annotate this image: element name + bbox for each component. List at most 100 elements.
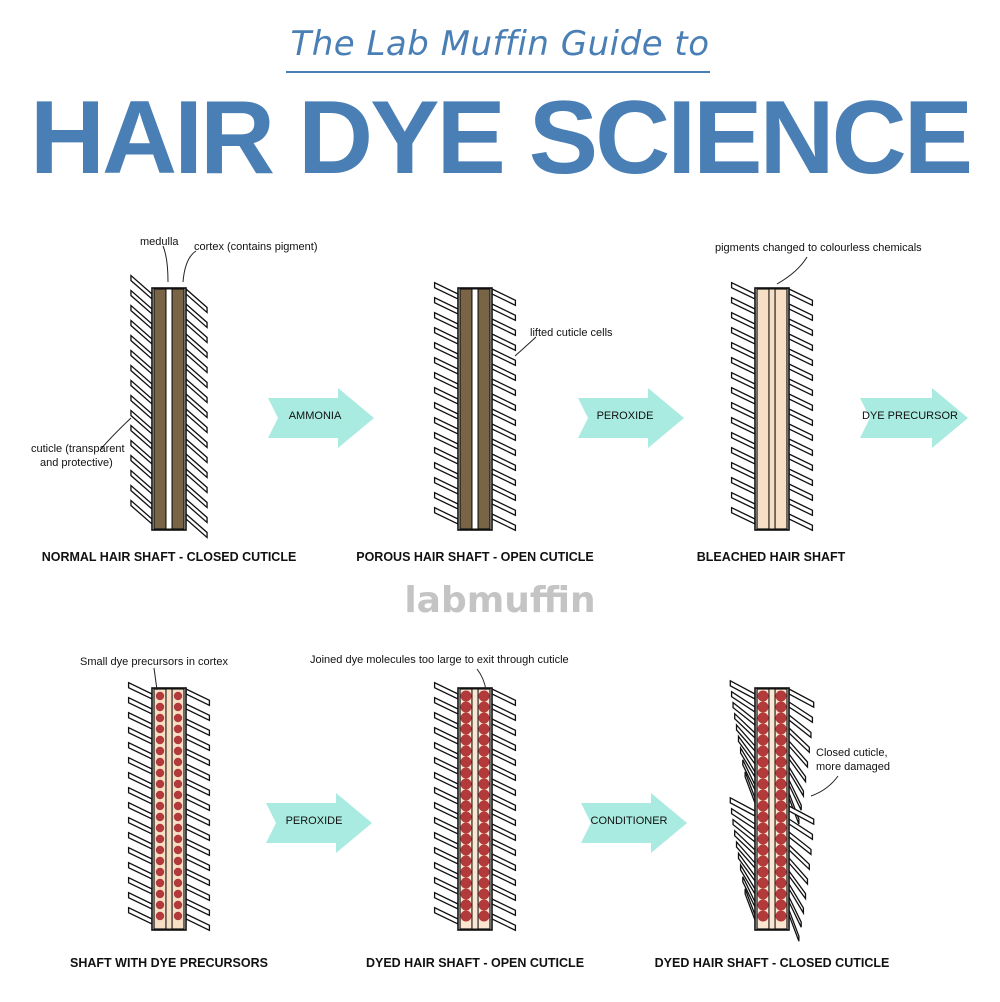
dye-molecule — [155, 735, 165, 745]
cuticle-scale-left — [433, 491, 459, 511]
dye-molecule — [173, 691, 183, 701]
cuticle-scale-right — [491, 897, 517, 917]
cuticle-scale-right — [491, 747, 517, 767]
cuticle-scale-right — [491, 732, 517, 752]
cuticle-scale-right — [185, 732, 211, 752]
dye-molecule — [775, 899, 787, 911]
cuticle-scale-left — [433, 311, 459, 331]
note-medulla: medulla — [140, 236, 179, 248]
medulla — [768, 688, 776, 930]
cuticle-scale-right — [788, 482, 814, 502]
dye-molecule — [757, 822, 769, 834]
dye-molecule — [460, 800, 472, 812]
caption-porous-shaft: POROUS HAIR SHAFT - OPEN CUTICLE — [356, 550, 594, 564]
cuticle-scale-left — [433, 786, 459, 806]
cuticle-scale-left — [433, 756, 459, 776]
shaft-dyed-closed — [729, 679, 815, 942]
cuticle-scale-right — [185, 867, 211, 887]
cuticle-scale-left — [127, 726, 153, 746]
subtitle: The Lab Muffin Guide to — [290, 24, 710, 64]
dye-molecule — [757, 745, 769, 757]
dye-molecule — [155, 746, 165, 756]
dye-molecule — [460, 767, 472, 779]
dye-molecule — [478, 701, 490, 713]
dye-molecule — [460, 756, 472, 768]
dye-molecule — [757, 811, 769, 823]
process-arrows-layer — [266, 388, 968, 853]
cuticle-scale-left — [433, 296, 459, 316]
dye-molecule — [155, 691, 165, 701]
page-title: HAIR DYE SCIENCE — [29, 80, 973, 196]
cuticle-scale-left — [433, 326, 459, 346]
dye-molecule — [155, 713, 165, 723]
cuticle-scale-right — [491, 717, 517, 737]
cuticle-scale-right — [788, 407, 814, 427]
cuticle-scale-left — [127, 831, 153, 851]
cuticle-scale-left — [433, 401, 459, 421]
pointer-small-dye — [153, 667, 158, 691]
cortex-right — [477, 288, 491, 530]
cuticle-scale-right — [491, 512, 517, 532]
note-cuticle-line2: and protective) — [40, 457, 113, 469]
dye-molecule — [173, 878, 183, 888]
caption-dyed-closed: DYED HAIR SHAFT - CLOSED CUTICLE — [654, 956, 890, 970]
cuticle-scale-left — [730, 386, 756, 406]
cuticle-scale-left — [730, 311, 756, 331]
cuticle-scale-left — [127, 786, 153, 806]
dye-molecule — [757, 833, 769, 845]
cuticle-scale-right — [491, 807, 517, 827]
cuticle-scale-right — [185, 807, 211, 827]
dye-molecule — [173, 735, 183, 745]
arrow-label-peroxide-2: PEROXIDE — [285, 815, 343, 827]
cuticle-scale-left — [127, 681, 153, 701]
dye-molecule — [460, 745, 472, 757]
dye-molecule — [173, 812, 183, 822]
cuticle-scale-left — [730, 371, 756, 391]
dye-molecule — [155, 845, 165, 855]
cuticle-scale-left — [433, 341, 459, 361]
dye-molecule — [460, 877, 472, 889]
cuticle-scale-left — [730, 476, 756, 496]
dye-molecule — [775, 778, 787, 790]
cuticle-scale-left — [127, 711, 153, 731]
cuticle-scale-right — [788, 332, 814, 352]
dye-molecule — [173, 790, 183, 800]
cuticle-scale-left — [730, 491, 756, 511]
cuticle-scale-left — [433, 696, 459, 716]
cuticle-scale-right — [185, 687, 211, 707]
dye-molecule — [478, 899, 490, 911]
dye-molecule — [460, 844, 472, 856]
dye-molecule — [757, 866, 769, 878]
cuticle-scale-right — [788, 452, 814, 472]
cuticle-scale-left — [730, 431, 756, 451]
cuticle-scale-left — [433, 431, 459, 451]
arrow-conditioner — [581, 793, 687, 853]
dye-molecule — [478, 800, 490, 812]
dye-molecule — [775, 701, 787, 713]
cuticle-scale-right — [788, 497, 814, 517]
cuticle-scale-left — [730, 401, 756, 421]
cuticle-scale-left — [433, 416, 459, 436]
dye-molecule — [173, 900, 183, 910]
cuticle-scale-right — [788, 287, 814, 307]
cuticle-scale-right — [491, 762, 517, 782]
dye-molecule — [173, 845, 183, 855]
cuticle-scale-left — [433, 741, 459, 761]
dye-molecule — [155, 878, 165, 888]
annotation-pointers — [99, 245, 839, 797]
medulla — [471, 688, 479, 930]
dye-molecule — [757, 888, 769, 900]
cuticle-scale-right — [185, 762, 211, 782]
dye-molecule — [757, 800, 769, 812]
cuticle-scale-right — [491, 867, 517, 887]
dye-molecule — [460, 910, 472, 922]
dye-molecule — [173, 889, 183, 899]
dye-molecule — [155, 702, 165, 712]
caption-normal-shaft: NORMAL HAIR SHAFT - CLOSED CUTICLE — [41, 550, 297, 564]
caption-dyed-open: DYED HAIR SHAFT - OPEN CUTICLE — [365, 956, 585, 970]
cuticle-scale-right — [185, 852, 211, 872]
pointer-medulla — [162, 245, 169, 283]
note-cortex: cortex (contains pigment) — [194, 241, 318, 253]
cuticle-scale-right — [185, 912, 211, 932]
cuticle-scale-left — [433, 681, 459, 701]
